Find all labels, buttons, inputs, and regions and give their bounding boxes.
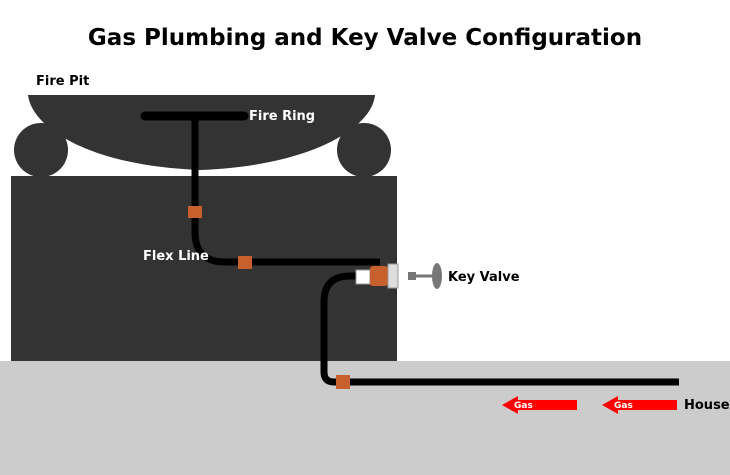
fire-pit-right-foot: [337, 123, 391, 177]
flex-line-label: Flex Line: [143, 249, 209, 264]
diagram-title: Gas Plumbing and Key Valve Configuration: [88, 25, 642, 51]
fire-pit-left-foot: [14, 123, 68, 177]
gas-arrow-right: Gas: [602, 396, 677, 414]
flex-line-lower: [320, 272, 679, 386]
flex-line-upper: [191, 116, 380, 266]
ground: [0, 361, 730, 475]
fire-pit-base: [11, 176, 397, 361]
fitting-elbow: [238, 256, 252, 269]
key-valve-fitting: [370, 266, 388, 286]
fire-pit-bowl: [28, 95, 375, 170]
gas-arrow-left-label: Gas: [514, 401, 533, 411]
valve-flange: [387, 263, 399, 289]
fire-pit-label: Fire Pit: [36, 74, 89, 89]
valve-body-plate: [355, 269, 371, 285]
house-label: House: [684, 398, 730, 413]
gas-arrow-right-label: Gas: [614, 401, 633, 411]
fitting-bottom: [336, 375, 350, 389]
key-valve-knob: [432, 263, 442, 289]
gas-arrow-left: Gas: [502, 396, 577, 414]
fire-ring-label: Fire Ring: [249, 109, 315, 124]
fitting-top: [188, 206, 202, 218]
key-valve-label: Key Valve: [448, 270, 520, 285]
valve-stem-nut: [408, 272, 416, 280]
